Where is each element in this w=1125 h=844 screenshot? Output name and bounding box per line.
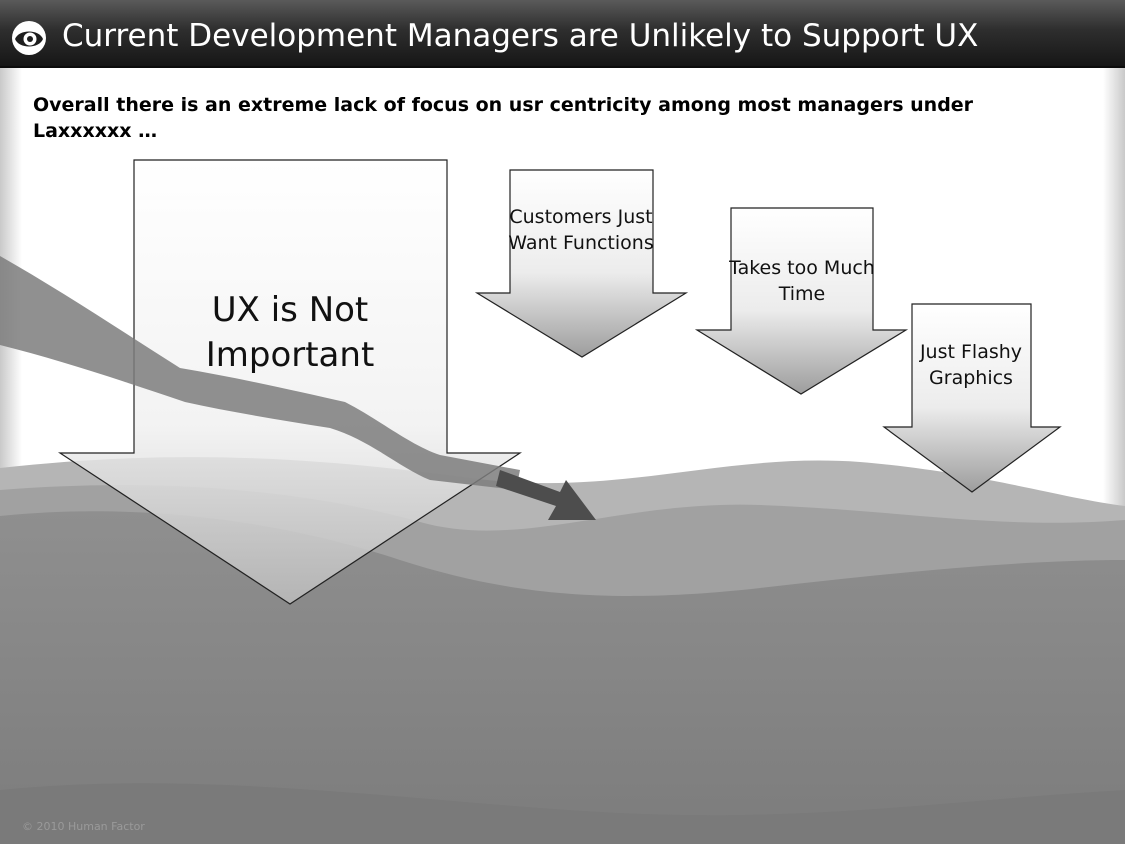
arrow-label-ux-not-important: UX is Not Important xyxy=(205,290,375,375)
copyright-footer: © 2010 Human Factor xyxy=(22,820,145,833)
arrow-label-customers: Customers Just Want Functions xyxy=(508,206,654,254)
arrow-takes-time xyxy=(694,207,909,395)
eye-swirl-logo-icon xyxy=(12,21,46,55)
arrow-ux-not-important xyxy=(57,159,523,605)
arrow-label-takes-time: Takes too Much Time xyxy=(729,257,875,305)
trend-arrow-tip xyxy=(496,470,596,520)
subtitle-text: Overall there is an extreme lack of focu… xyxy=(33,94,974,142)
title-bar: Current Development Managers are Unlikel… xyxy=(0,0,1125,68)
declining-trend-band xyxy=(0,256,520,490)
wave-band-bottom xyxy=(0,783,1125,844)
arrow-customers xyxy=(474,169,689,358)
arrow-label-flashy-graphics: Just Flashy Graphics xyxy=(919,341,1023,389)
arrow-flashy-graphics xyxy=(882,303,1062,493)
page-title: Current Development Managers are Unlikel… xyxy=(62,18,979,54)
